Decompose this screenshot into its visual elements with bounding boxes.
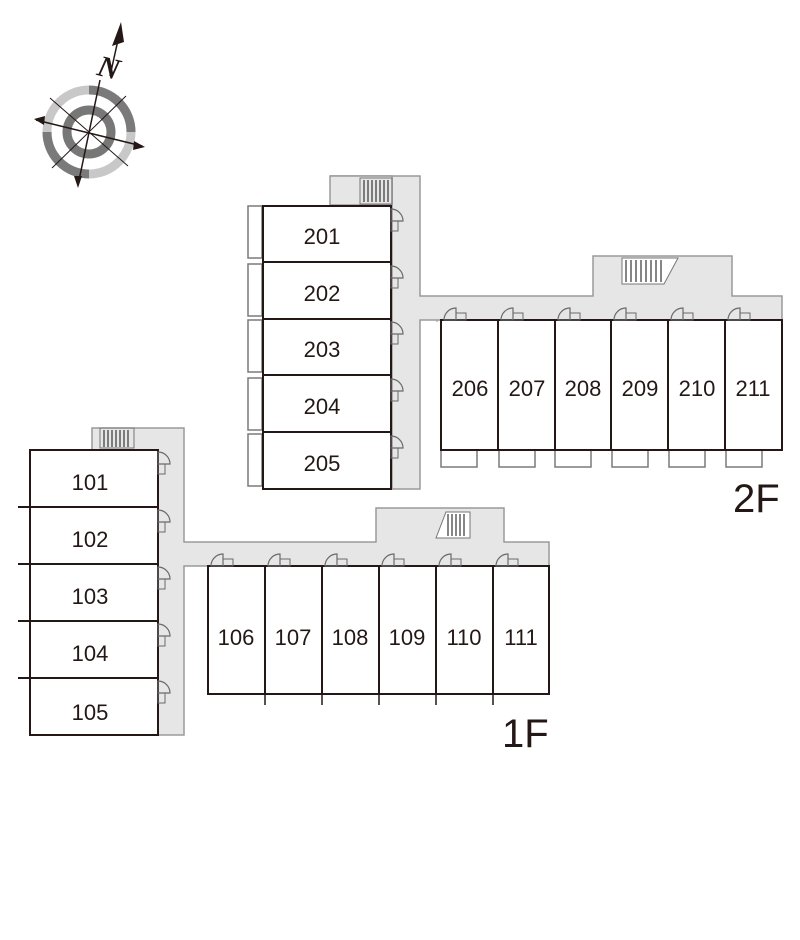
unit-103: 103 [29,563,171,622]
unit-label: 209 [622,376,659,401]
unit-label: 108 [332,625,369,650]
unit-108: 108 [321,553,380,695]
wall-ticks-1f-bottom [264,694,494,705]
unit-label: 207 [509,376,546,401]
unit-211: 211 [724,307,783,451]
unit-label: 202 [304,281,341,306]
unit-210: 210 [667,307,726,451]
unit-label: 204 [304,394,341,419]
unit-107: 107 [264,553,323,695]
unit-label: 111 [504,625,537,650]
unit-206: 206 [440,307,499,451]
balconies-2f-bottom [440,449,763,468]
unit-label: 110 [446,625,481,650]
unit-203: 203 [262,318,404,376]
unit-104: 104 [29,620,171,679]
unit-label: 206 [452,376,489,401]
floor-label-1f: 1F [502,712,549,756]
unit-label: 208 [565,376,602,401]
unit-110: 110 [435,553,494,695]
unit-111: 111 [492,553,550,695]
unit-label: 107 [275,625,312,650]
unit-label: 211 [735,376,770,401]
balconies-2f-left [247,205,263,487]
unit-label: 109 [389,625,426,650]
stairs-2f-right [621,257,679,285]
unit-106: 106 [207,553,266,695]
units-1f: 101 102 103 104 105 [29,449,550,736]
unit-label: 102 [72,527,109,552]
unit-208: 208 [554,307,612,451]
units-2f: 201 202 203 204 205 [262,205,783,490]
compass-rose-icon: N [34,22,145,188]
unit-label: 103 [72,584,109,609]
unit-label: 105 [72,700,109,725]
unit-105: 105 [29,677,171,736]
stairs-1f-left [99,427,135,449]
floor-label-2f: 2F [733,477,780,521]
unit-201: 201 [262,205,404,263]
unit-label: 205 [304,451,341,476]
unit-label: 101 [72,470,109,495]
unit-label: 106 [218,625,255,650]
wall-ticks-1f [18,506,30,679]
stairs-1f-right [435,511,471,539]
unit-207: 207 [497,307,556,451]
unit-label: 104 [72,641,109,666]
unit-202: 202 [262,261,404,320]
north-letter: N [93,49,124,87]
unit-102: 102 [29,506,171,565]
unit-101: 101 [29,449,171,508]
unit-label: 210 [679,376,716,401]
unit-205: 205 [262,431,404,490]
stairs-2f-top [359,177,393,205]
unit-204: 204 [262,374,404,433]
unit-209: 209 [610,307,669,451]
unit-label: 203 [304,337,341,362]
unit-109: 109 [378,553,437,695]
unit-label: 201 [304,224,341,249]
